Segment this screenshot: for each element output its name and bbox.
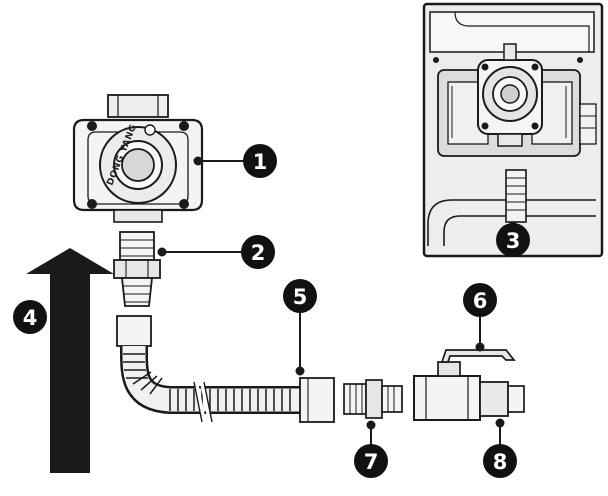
callout-4: 4 — [13, 300, 47, 334]
leader-lines — [157, 156, 518, 448]
gas-supply-shutoff-valve — [413, 361, 525, 421]
flow-direction-arrow — [26, 248, 114, 473]
callout-2-label: 2 — [251, 241, 266, 265]
callout-3-label: 3 — [506, 229, 521, 253]
flare-adapter — [113, 231, 161, 307]
callout-3: 3 — [496, 223, 530, 257]
callout-6: 6 — [463, 283, 497, 317]
callout-1-label: 1 — [253, 150, 268, 174]
callout-4-label: 4 — [23, 306, 38, 330]
regulator: DONG YANG — [72, 94, 204, 223]
callout-5: 5 — [283, 279, 317, 313]
shutoff-valve-handle — [440, 349, 516, 363]
callout-1: 1 — [243, 144, 277, 178]
callout-5-label: 5 — [293, 285, 308, 309]
callout-8-label: 8 — [493, 450, 508, 474]
pipe-nipple-adapter — [343, 379, 403, 419]
installed-regulator-inset — [422, 2, 604, 258]
callout-6-label: 6 — [473, 289, 488, 313]
callout-7: 7 — [354, 444, 388, 478]
callout-8: 8 — [483, 444, 517, 478]
flexible-gas-hose — [116, 315, 335, 423]
callout-2: 2 — [241, 235, 275, 269]
callout-7-label: 7 — [364, 450, 379, 474]
